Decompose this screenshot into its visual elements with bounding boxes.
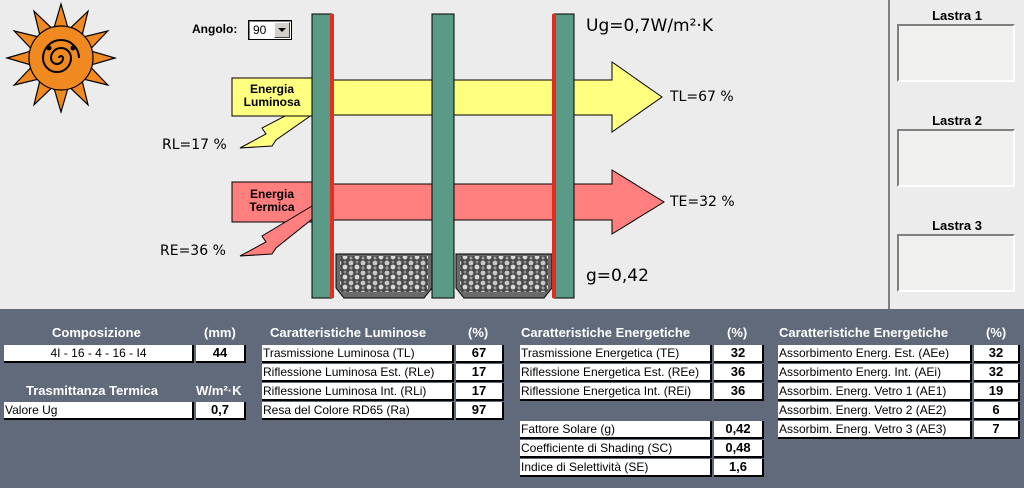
list-item-value: 7 (974, 421, 1020, 439)
g-label: g=0,42 (586, 266, 649, 286)
lastra-3-label: Lastra 3 (932, 218, 982, 233)
composizione-value: 44 (196, 345, 246, 363)
assorbimento-unit: (%) (986, 325, 1007, 340)
list-item-label: Resa del Colore RD65 (Ra) (262, 402, 454, 420)
list-item-label: Assorbim. Energ. Vetro 2 (AE2) (778, 402, 972, 420)
angolo-label: Angolo: (192, 22, 238, 36)
list-item-value: 97 (456, 402, 504, 420)
re-label: RE=36 % (160, 243, 226, 259)
lastra-1-label: Lastra 1 (932, 8, 982, 23)
list-item-value: 32 (714, 345, 764, 363)
glass-pane-1 (311, 13, 333, 299)
te-label: TE=32 % (670, 194, 735, 210)
angolo-select[interactable]: 90 (248, 20, 292, 40)
glass-pane-2 (431, 13, 455, 299)
luminose-header: Caratteristiche Luminose (270, 325, 427, 340)
list-item-value: 19 (974, 383, 1020, 401)
list-item-label: Assorbimento Energ. Est. (AEe) (778, 345, 972, 363)
list-item-label: Assorbim. Energ. Vetro 1 (AE1) (778, 383, 972, 401)
lastra-2-box[interactable] (897, 129, 1015, 187)
assorbimento-header: Caratteristiche Energetiche (779, 325, 949, 340)
properties-panel: Composizione (mm) 4I - 16 - 4 - 16 - I4 … (0, 309, 1024, 488)
list-item-value: 67 (456, 345, 504, 363)
list-item-value: 32 (974, 364, 1020, 382)
list-item-label: Assorbim. Energ. Vetro 3 (AE3) (778, 421, 972, 439)
sun-icon (4, 1, 118, 115)
list-item-value: 1,6 (714, 459, 764, 477)
list-item-value: 32 (974, 345, 1020, 363)
tl-label: TL=67 % (670, 89, 734, 105)
list-item-label: Trasmissione Energetica (TE) (520, 345, 712, 363)
list-item-value: 0,42 (714, 421, 764, 439)
trasmittanza-header: Trasmittanza Termica (26, 383, 158, 398)
list-item-label: Indice di Selettività (SE) (520, 459, 712, 477)
list-item-value: 17 (456, 364, 504, 382)
list-item-value: 36 (714, 383, 764, 401)
list-item-label: Riflessione Energetica Est. (REe) (520, 364, 712, 382)
list-item-label: Riflessione Energetica Int. (REi) (520, 383, 712, 401)
list-item-label: Trasmissione Luminosa (TL) (262, 345, 454, 363)
rl-label: RL=17 % (162, 137, 227, 153)
list-item-value: 0,48 (714, 440, 764, 458)
trasmittanza-unit: W/m²·K (196, 383, 242, 398)
lastra-1-box[interactable] (897, 24, 1015, 82)
ug-value: 0,7 (196, 402, 246, 420)
luminose-unit: (%) (468, 325, 489, 340)
list-item-label: Riflessione Luminosa Est. (RLe) (262, 364, 454, 382)
glass-pane-3 (553, 13, 575, 299)
energetiche-unit: (%) (727, 325, 748, 340)
chevron-down-icon[interactable] (274, 22, 290, 38)
list-item-value: 6 (974, 402, 1020, 420)
reflected-heat-arrow (239, 205, 317, 257)
ug-label: Ug=0,7W/m²·K (586, 16, 713, 36)
lastre-panel: Lastra 1 Lastra 2 Lastra 3 (888, 0, 1024, 309)
list-item-value: 17 (456, 383, 504, 401)
composizione-header: Composizione (52, 325, 141, 340)
glazing-diagram (4, 1, 665, 299)
composizione-unit: (mm) (204, 325, 236, 340)
list-item-value: 36 (714, 364, 764, 382)
list-item-label: Fattore Solare (g) (520, 421, 712, 439)
lastra-2-label: Lastra 2 (932, 113, 982, 128)
energetiche-header: Caratteristiche Energetiche (521, 325, 691, 340)
list-item-label: Assorbimento Energ. Int. (AEi) (778, 364, 972, 382)
lastra-3-box[interactable] (897, 234, 1015, 292)
angolo-value: 90 (253, 23, 267, 37)
list-item-label: Riflessione Luminosa Int. (RLi) (262, 383, 454, 401)
composizione-field: 4I - 16 - 4 - 16 - I4 (4, 345, 194, 363)
ug-field-label: Valore Ug (4, 402, 194, 420)
list-item-label: Coefficiente di Shading (SC) (520, 440, 712, 458)
